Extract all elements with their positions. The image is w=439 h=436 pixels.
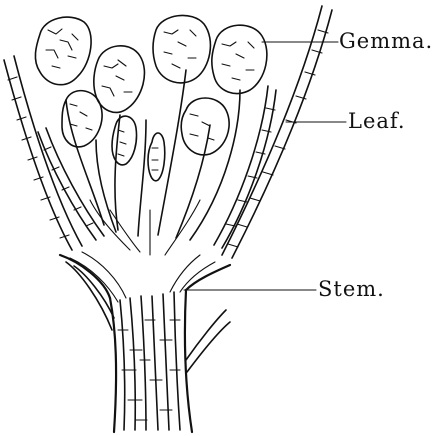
leaf-right-outer: [222, 6, 332, 258]
gemma-6: [181, 98, 229, 155]
gemma-1: [35, 17, 91, 85]
gemma-2: [94, 46, 145, 113]
gemma-8: [148, 133, 165, 181]
label-gemma: Gemma.: [339, 29, 433, 53]
stem: [60, 252, 230, 432]
gemma-5: [62, 91, 102, 147]
leaf-right-inner: [214, 86, 276, 248]
label-leaf: Leaf.: [348, 109, 406, 133]
gemma-stalks: [66, 70, 240, 255]
leaf-left-outer: [4, 56, 82, 250]
gemma-3: [153, 15, 210, 82]
label-stem: Stem.: [318, 277, 385, 301]
gemma-4: [212, 25, 267, 93]
